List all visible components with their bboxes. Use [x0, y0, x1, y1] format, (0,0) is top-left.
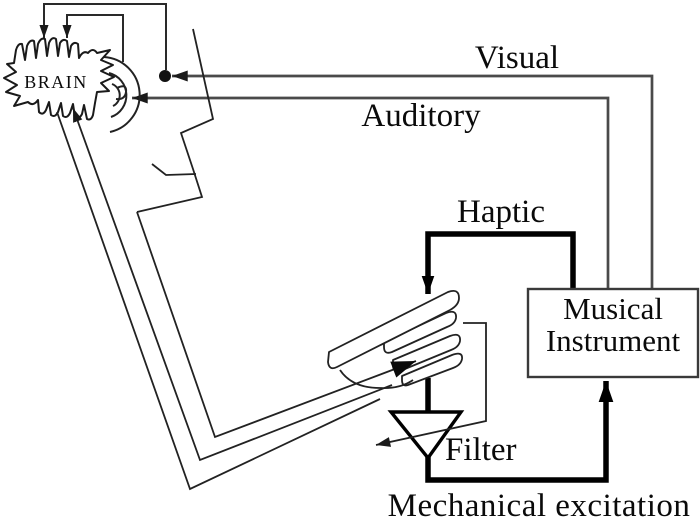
head-profile: [136, 28, 215, 213]
visual-label: Visual: [475, 40, 559, 76]
mechanical-excitation-label: Mechanical excitation: [388, 488, 691, 523]
auditory-to-brain-line: [62, 14, 124, 62]
haptic-feedback-line: [421, 231, 576, 294]
mechanical-excitation-line: [425, 381, 614, 483]
musical-instrument-label-line1: Musical: [563, 291, 663, 326]
filter-label: Filter: [445, 432, 517, 468]
mouth-line: [151, 163, 197, 176]
arm-action-line: [136, 211, 417, 439]
visual-to-brain-line: [39, 3, 167, 70]
hand-icon: [327, 289, 463, 389]
haptic-label: Haptic: [457, 194, 545, 230]
motor-nerve-line: [56, 111, 381, 491]
sensory-nerve-line: [72, 107, 393, 462]
musical-instrument-box: [526, 287, 700, 379]
musical-instrument-label-line2: Instrument: [546, 323, 681, 358]
visual-feedback-line: [172, 70, 654, 289]
ear-icon: [103, 56, 141, 133]
brain-icon: [3, 37, 115, 121]
eye-dot: [159, 70, 171, 82]
brain-label: BRAIN: [24, 72, 88, 92]
auditory-label: Auditory: [361, 98, 481, 134]
hand-filter-output-line: [375, 322, 487, 447]
auditory-feedback-line: [132, 92, 610, 289]
